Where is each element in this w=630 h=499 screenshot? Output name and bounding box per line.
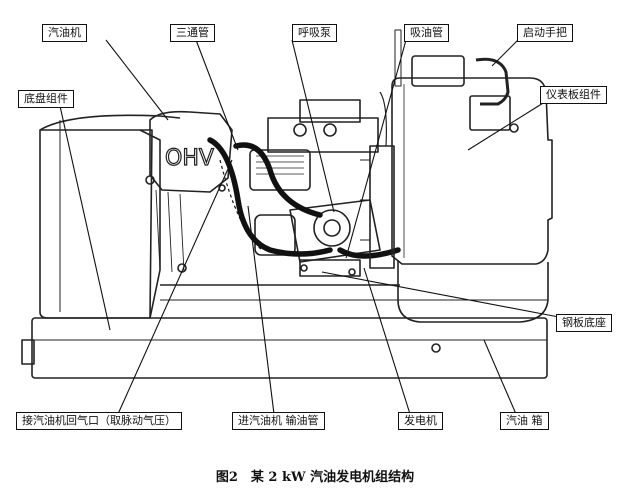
label-fuel-tank: 汽油 箱 [500,412,549,430]
fuel-tank-housing [397,260,549,323]
label-generator: 发电机 [398,412,443,430]
start-handle-bar [475,57,510,106]
base-end-left [21,339,35,365]
leader-suction-pipe [345,39,407,259]
chassis-housing [39,129,153,319]
leader-intake-return [117,159,233,415]
instrument-housing [391,77,553,265]
label-intake-return-port: 接汽油机回气口（取脉动气压） [16,412,182,430]
figure-caption: 图2 某 2 kW 汽油发电机组结构 [215,470,415,485]
label-suction-pipe: 吸油管 [404,24,449,42]
fuel-hose-main [207,137,333,257]
label-tee-pipe: 三通管 [170,24,215,42]
leader-tee-pipe [195,39,239,151]
leader-steel-base [321,271,565,319]
leader-chassis [59,105,111,331]
leader-feed-pipe [247,205,275,415]
leader-instrument-panel [467,99,549,151]
air-filter-box [267,117,379,153]
leader-engine [105,39,169,121]
label-instrument-panel: 仪表板组件 [540,86,607,104]
leader-start-handle [491,37,521,67]
steel-base-frame [31,317,548,379]
engine-block [149,110,233,193]
engine-badge: OHV [165,146,214,171]
fuel-hose-upper [233,142,323,218]
leader-breather-pump [291,39,335,213]
label-breather-pump: 呼吸泵 [292,24,337,42]
label-engine: 汽油机 [42,24,87,42]
breather-pump [313,209,351,247]
leader-generator [363,267,411,415]
label-steel-base: 钢板底座 [556,314,612,332]
label-engine-feed-pipe: 进汽油机 输油管 [232,412,325,430]
label-start-handle: 启动手把 [517,24,573,42]
label-chassis-assembly: 底盘组件 [18,90,74,108]
leader-fuel-tank [483,339,517,415]
